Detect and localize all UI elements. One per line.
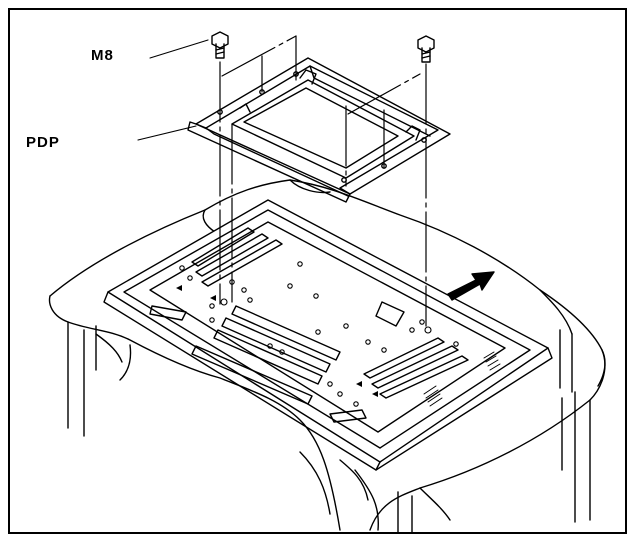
mounting-bracket [187,57,451,203]
alignment-lines [219,35,427,327]
direction-arrow [447,271,495,301]
screw-label: M8 [91,47,114,64]
leader-lines [137,39,209,141]
panel-holes [179,261,459,407]
screw-right [417,35,435,63]
panel-body [103,199,553,471]
panel-vents [423,351,501,407]
cloth [48,179,606,531]
panel-label: PDP [26,134,60,151]
table [67,321,591,533]
panel-markers [176,285,378,397]
screw-left [211,31,229,59]
panel-slots [149,227,469,423]
